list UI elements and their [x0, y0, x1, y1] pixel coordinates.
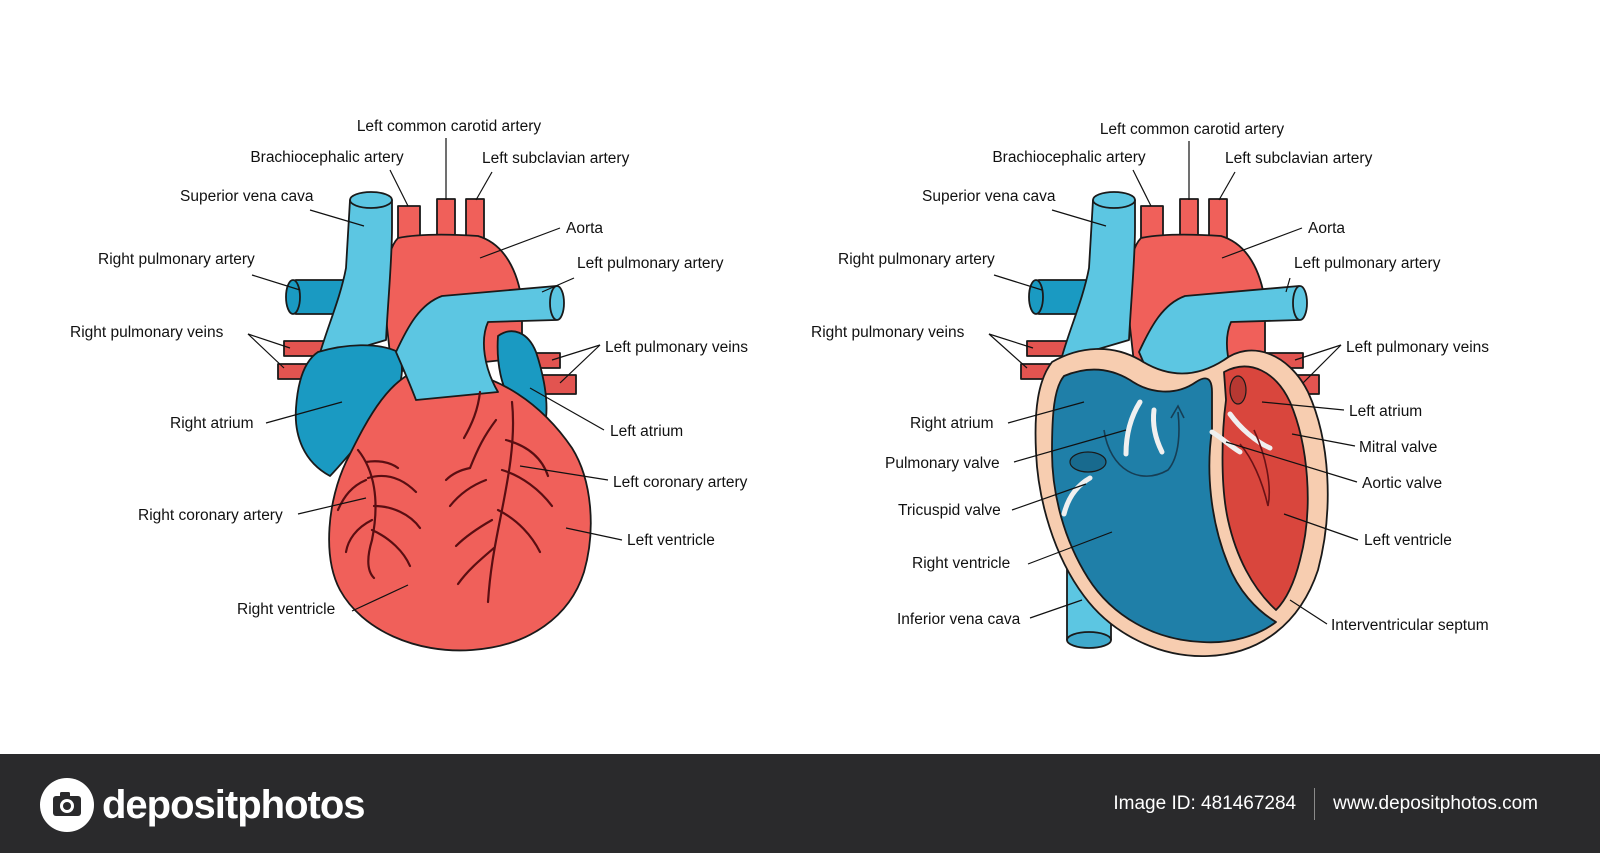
label-left-pulmonary-artery: Left pulmonary artery: [577, 255, 724, 272]
label-left-coronary-artery: Left coronary artery: [613, 474, 748, 491]
label-right-pulmonary-artery-2: Right pulmonary artery: [838, 251, 995, 268]
label-left-atrium-2: Left atrium: [1349, 403, 1422, 420]
label-aorta: Aorta: [566, 220, 603, 237]
label-left-pulmonary-artery-2: Left pulmonary artery: [1294, 255, 1441, 272]
brand-name: depositphotos: [102, 782, 366, 827]
label-aorta-2: Aorta: [1308, 220, 1345, 237]
label-brachiocephalic-artery: Brachiocephalic artery: [250, 149, 404, 166]
label-left-atrium: Left atrium: [610, 423, 683, 440]
superior-vena-cava-shape-2: [1060, 199, 1136, 361]
valves: [1061, 375, 1273, 517]
right-chambers: [1051, 368, 1277, 644]
label-left-subclavian-artery-2: Left subclavian artery: [1225, 150, 1373, 167]
label-right-atrium-2: Right atrium: [910, 415, 994, 432]
label-left-common-carotid-artery-2: Left common carotid artery: [1100, 121, 1285, 138]
label-left-common-carotid-artery: Left common carotid artery: [357, 118, 542, 135]
label-interventricular-septum: Interventricular septum: [1331, 617, 1489, 634]
label-left-pulmonary-veins-2: Left pulmonary veins: [1346, 339, 1489, 356]
brand: depositphotos: [38, 776, 366, 834]
heart-diagrams: Left common carotid artery Brachiocephal…: [70, 118, 1489, 657]
label-right-ventricle-2: Right ventricle: [912, 555, 1010, 572]
label-brachiocephalic-artery-2: Brachiocephalic artery: [992, 149, 1146, 166]
camera-icon: [40, 778, 94, 832]
left-common-carotid-shape: [436, 198, 456, 240]
label-right-pulmonary-veins: Right pulmonary veins: [70, 324, 224, 341]
label-tricuspid-valve: Tricuspid valve: [898, 502, 1001, 519]
label-left-pulmonary-veins: Left pulmonary veins: [605, 339, 748, 356]
label-superior-vena-cava-2: Superior vena cava: [922, 188, 1056, 205]
cross-section-labels: Left common carotid artery Brachiocephal…: [811, 121, 1489, 634]
meta-divider: [1314, 788, 1316, 820]
label-superior-vena-cava: Superior vena cava: [180, 188, 314, 205]
right-coronary-vessels: [336, 448, 422, 580]
label-left-ventricle: Left ventricle: [627, 532, 715, 549]
cross-section-heart-illustration: [1020, 191, 1329, 657]
external-view-labels: Left common carotid artery Brachiocephal…: [70, 118, 748, 618]
label-pulmonary-valve: Pulmonary valve: [885, 455, 1000, 472]
left-coronary-vessels: [444, 390, 554, 604]
label-right-coronary-artery: Right coronary artery: [138, 507, 283, 524]
label-right-pulmonary-artery: Right pulmonary artery: [98, 251, 255, 268]
label-left-ventricle-2: Left ventricle: [1364, 532, 1452, 549]
label-right-ventricle: Right ventricle: [237, 601, 335, 618]
left-subclavian-shape: [465, 198, 485, 240]
label-right-pulmonary-veins-2: Right pulmonary veins: [811, 324, 965, 341]
label-right-atrium: Right atrium: [170, 415, 254, 432]
ventricles-shape: [328, 367, 592, 652]
image-meta: Image ID: 481467284 www.depositphotos.co…: [1113, 788, 1538, 820]
label-mitral-valve: Mitral valve: [1359, 439, 1437, 456]
stock-footer-bar: depositphotos Image ID: 481467284 www.de…: [0, 754, 1600, 853]
website-url: www.depositphotos.com: [1333, 793, 1538, 814]
superior-vena-cava-shape: [317, 199, 393, 361]
label-inferior-vena-cava: Inferior vena cava: [897, 611, 1021, 628]
pulmonary-trunk-shape: [395, 285, 557, 401]
external-heart-illustration: [277, 191, 592, 652]
label-aortic-valve: Aortic valve: [1362, 475, 1442, 492]
image-id: Image ID: 481467284: [1113, 793, 1297, 814]
label-left-subclavian-artery: Left subclavian artery: [482, 150, 630, 167]
